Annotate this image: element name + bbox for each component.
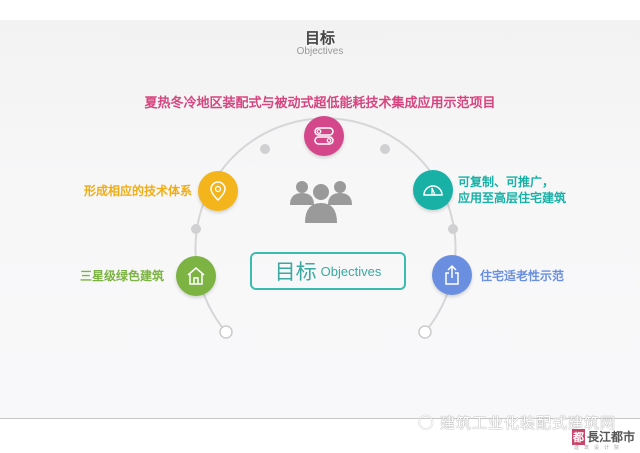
- arc-dot: [380, 144, 390, 154]
- node-label-elderly: 住宅适老性示范: [480, 269, 565, 283]
- brand-logo: 都長江都市: [572, 428, 635, 445]
- node-label-green-building: 三星级绿色建筑: [80, 269, 165, 283]
- center-title-en: Objectives: [320, 263, 382, 279]
- brand-name: 長江都市: [587, 430, 636, 444]
- brand-subtitle: 建筑设计院: [574, 445, 625, 451]
- node-label-replicable-2: 应用至高层住宅建筑: [458, 191, 567, 205]
- brand-mark: 都: [572, 429, 585, 445]
- arc-end-circle: [418, 325, 432, 339]
- node-label-replicable-1: 可复制、可推广，: [458, 175, 555, 189]
- arc-dot: [260, 144, 270, 154]
- location-node: [198, 171, 238, 211]
- center-title-zh: 目标: [274, 260, 317, 284]
- project-headline: 夏热冬冷地区装配式与被动式超低能耗技术集成应用示范项目: [144, 96, 496, 111]
- node-label-tech-system: 形成相应的技术体系: [84, 184, 193, 198]
- location-pin-icon: [210, 181, 226, 202]
- share-icon: [445, 264, 459, 285]
- arc-end-circle: [219, 325, 233, 339]
- gauge-node: [413, 170, 453, 210]
- center-objectives-box: 目标 Objectives: [250, 252, 406, 290]
- page-title: 目标: [304, 29, 335, 47]
- arc-dot: [191, 224, 201, 234]
- footer-divider: [0, 418, 640, 419]
- arc-dot: [448, 224, 458, 234]
- page-subtitle: Objectives: [296, 46, 344, 57]
- people-icon: [290, 181, 352, 223]
- house-icon: [187, 267, 205, 285]
- share-node: [432, 255, 472, 295]
- watermark-text: 建筑工业化装配式建筑网: [440, 414, 617, 432]
- house-node: [176, 256, 216, 296]
- toggle-node: [304, 116, 344, 156]
- gauge-icon: [423, 185, 443, 196]
- toggle-switch-icon: [314, 127, 334, 145]
- wechat-icon: ◯: [418, 414, 434, 430]
